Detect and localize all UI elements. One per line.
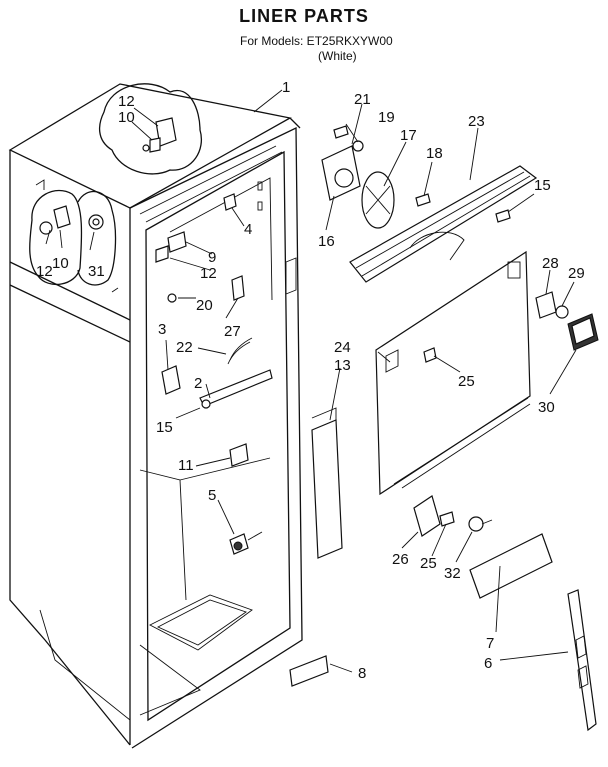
callout-30: 30 (538, 399, 555, 416)
callout-29: 29 (568, 265, 585, 282)
callout-22: 22 (176, 339, 193, 356)
callout-25-lower: 25 (420, 555, 437, 572)
callout-4: 4 (244, 221, 252, 238)
callout-26: 26 (392, 551, 409, 568)
diagram-title: LINER PARTS (239, 6, 369, 26)
fan-motor-assembly (321, 125, 431, 229)
icemaker-parts-top (99, 83, 202, 175)
callout-23: 23 (468, 113, 485, 130)
callout-6: 6 (484, 655, 492, 672)
leader-lines (45, 89, 577, 673)
callout-15-left: 15 (156, 419, 173, 436)
icemaker-parts-left (29, 189, 117, 286)
callout-3: 3 (158, 321, 166, 338)
small-cabinet-parts (155, 193, 273, 555)
callout-31: 31 (88, 263, 105, 280)
evaporator-cover-panel (375, 250, 531, 496)
evaporator-cover-rail (349, 165, 538, 283)
callout-7: 7 (486, 635, 494, 652)
callout-2: 2 (194, 375, 202, 392)
callout-10-left: 10 (52, 255, 69, 272)
callout-9: 9 (208, 249, 216, 266)
models-line: For Models: ET25RKXYW00 (240, 34, 393, 48)
callout-27: 27 (224, 323, 241, 340)
callout-10-top: 10 (118, 109, 135, 126)
bracket-parts (413, 495, 493, 537)
callout-28: 28 (542, 255, 559, 272)
callout-17: 17 (400, 127, 417, 144)
callout-20: 20 (196, 297, 213, 314)
duct-panels (289, 407, 343, 687)
callout-5: 5 (208, 487, 216, 504)
callout-15-right: 15 (534, 177, 551, 194)
panels-6-7 (469, 533, 597, 732)
callout-16: 16 (318, 233, 335, 250)
callout-18: 18 (426, 145, 443, 162)
callout-1: 1 (282, 79, 290, 96)
refrigerator-cabinet (8, 83, 303, 749)
callout-24: 24 (334, 339, 351, 356)
callout-19: 19 (378, 109, 395, 126)
color-line: (White) (318, 49, 357, 63)
callout-32: 32 (444, 565, 461, 582)
light-assembly (535, 291, 599, 351)
callout-12-mid: 12 (200, 265, 217, 282)
callout-25-upper: 25 (458, 373, 475, 390)
callout-13: 13 (334, 357, 351, 374)
callout-12-top: 12 (118, 93, 135, 110)
callout-11: 11 (178, 457, 194, 474)
callout-12-left: 12 (36, 263, 53, 280)
callout-21: 21 (354, 91, 371, 108)
callout-8: 8 (358, 665, 366, 682)
callout-numbers: 1 2 3 4 5 6 7 8 9 10 10 11 12 12 12 13 1… (36, 79, 585, 682)
